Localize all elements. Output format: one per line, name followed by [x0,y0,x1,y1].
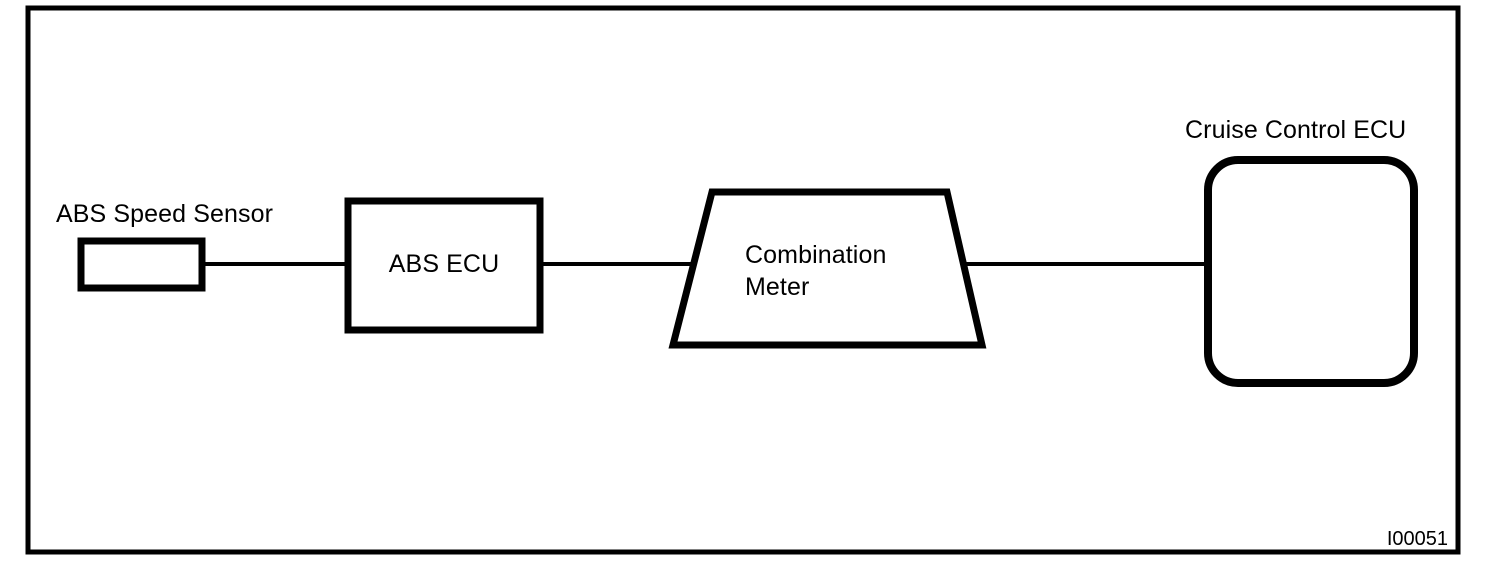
combination-meter-label-line-2: Meter [745,273,809,301]
abs-speed-sensor-box [77,237,206,292]
cruise-control-ecu-label: Cruise Control ECU [1185,116,1406,144]
figure-code: I00051 [1387,528,1448,550]
combination-meter-trapezoid [668,188,987,349]
combination-meter-label-line-1: Combination [745,241,886,269]
cruise-control-ecu-box [1204,156,1418,387]
abs-ecu-box [344,197,544,334]
abs-speed-sensor-label: ABS Speed Sensor [56,200,273,228]
abs-ecu-label: ABS ECU [389,250,499,278]
